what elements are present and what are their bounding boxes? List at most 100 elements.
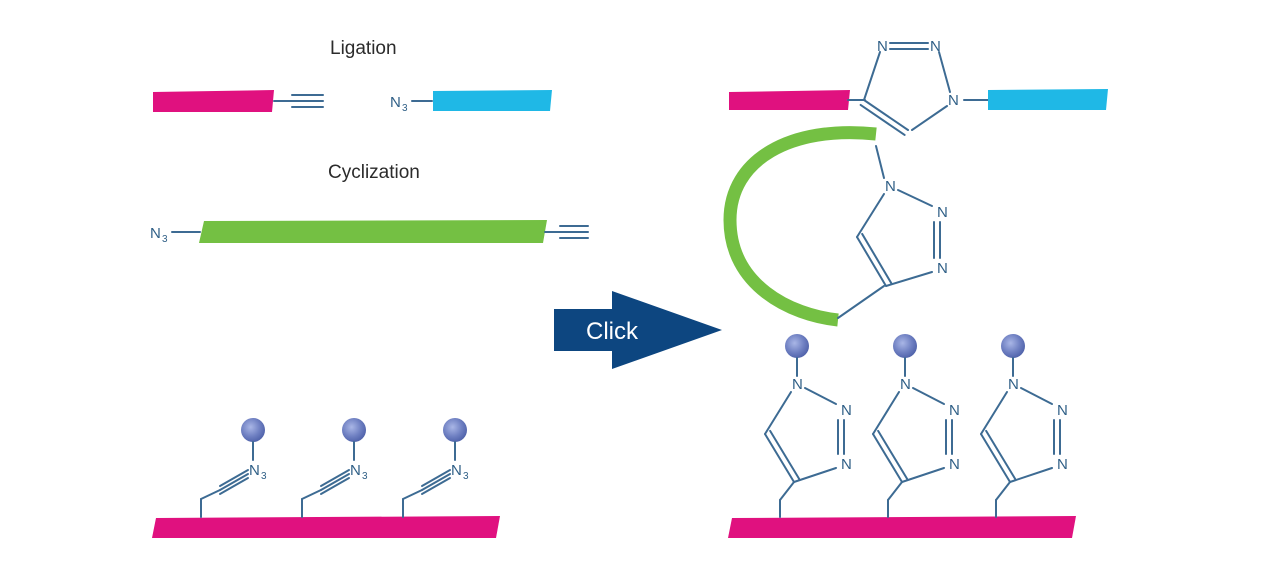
bead xyxy=(342,418,366,442)
product-cyan-strand xyxy=(988,89,1108,110)
alkyne-bond xyxy=(421,469,451,487)
product-magenta-strand xyxy=(729,90,850,110)
cyclized-c4-c5-double-bond xyxy=(856,236,887,287)
triazole-n3: N xyxy=(841,456,852,473)
alkyne-triple-bond xyxy=(291,94,324,108)
triazole-n1: N xyxy=(792,376,803,393)
surface-triazole-group: N N N N N N N N N xyxy=(764,334,1068,518)
cyclization-alkyne-triple-bond xyxy=(559,225,589,239)
cyclized-c4-c5-double-bond-second xyxy=(861,232,893,284)
azide-subscript: 3 xyxy=(261,471,267,482)
n3-c4-bond xyxy=(1009,467,1053,483)
cyclized-top-link xyxy=(875,145,885,179)
ligation-cyan-strand xyxy=(433,90,552,111)
triazole-c5-c4-double-bond xyxy=(863,99,909,131)
c5-n1-bond xyxy=(980,391,1008,435)
bead xyxy=(785,334,809,358)
azide-n: N xyxy=(390,94,401,111)
surface-triazole-unit-3: N N N xyxy=(980,334,1068,518)
azide-group: N 3 xyxy=(390,94,408,114)
cyclized-n3-c4-bond xyxy=(885,271,933,287)
surface-triazole-unit-2: N N N xyxy=(872,334,960,518)
alkyne-bond xyxy=(219,469,249,487)
azide-subscript: 3 xyxy=(402,103,408,114)
triazole-n2: N xyxy=(841,402,852,419)
click-label: Click xyxy=(586,318,639,345)
azide-n: N xyxy=(451,462,462,479)
triazole-n2-n1-bond xyxy=(938,51,951,93)
alkyne-bond xyxy=(219,477,249,495)
cyclized-n3: N xyxy=(937,260,948,277)
alkyne-bond xyxy=(421,473,451,491)
triazole-n3: N xyxy=(1057,456,1068,473)
alkyne-bond xyxy=(320,473,350,491)
bead xyxy=(1001,334,1025,358)
linker-bond xyxy=(887,481,903,501)
triazole-n1: N xyxy=(948,92,959,109)
ligation-title: Ligation xyxy=(330,38,397,59)
left-surface-bar xyxy=(152,516,500,538)
c4-c5-double-bond xyxy=(764,433,795,483)
n1-n2-bond xyxy=(912,387,945,405)
right-surface-bar xyxy=(728,516,1076,538)
azide-n: N xyxy=(249,462,260,479)
triazole-n1-c5-bond xyxy=(911,105,948,131)
c5-n1-bond xyxy=(872,391,900,435)
cyclized-n1-n2-bond xyxy=(897,189,933,207)
n3-c4-bond xyxy=(793,467,837,483)
triazole-c4-n3-bond xyxy=(863,51,881,101)
cyclization-green-strand xyxy=(199,220,547,243)
c4-c5-double-bond-second xyxy=(985,429,1017,480)
linker-bond xyxy=(301,489,322,500)
bead xyxy=(893,334,917,358)
c4-c5-double-bond xyxy=(872,433,903,483)
cyclization-title: Cyclization xyxy=(328,162,420,183)
triazole-n1: N xyxy=(1008,376,1019,393)
n3-c4-bond xyxy=(901,467,945,483)
alkyne-bond xyxy=(320,469,350,487)
alkyne-bond xyxy=(219,473,249,491)
bead xyxy=(241,418,265,442)
azide-n: N xyxy=(350,462,361,479)
cyclized-n2: N xyxy=(937,204,948,221)
n1-n2-bond xyxy=(804,387,837,405)
cyclization-azide-group: N 3 xyxy=(150,225,168,245)
c4-c5-double-bond-second xyxy=(877,429,909,480)
ligation-triazole-ring: N N N xyxy=(859,38,959,136)
n1-n2-bond xyxy=(1020,387,1053,405)
linker-bond xyxy=(200,489,221,500)
triazole-n1: N xyxy=(900,376,911,393)
linker-bond xyxy=(995,481,1011,501)
linker-bond xyxy=(779,481,795,501)
linker-bond xyxy=(402,489,423,500)
triazole-c5-c4-double-bond-second xyxy=(859,103,906,136)
triazole-n3: N xyxy=(949,456,960,473)
triazole-n3: N xyxy=(877,38,888,55)
c4-c5-double-bond xyxy=(980,433,1011,483)
cyclized-bottom-link xyxy=(837,285,885,319)
click-arrow: Click xyxy=(554,291,722,369)
c4-c5-double-bond-second xyxy=(769,429,801,480)
triazole-n2: N xyxy=(930,38,941,55)
triazole-n2: N xyxy=(949,402,960,419)
azide-subscript: 3 xyxy=(463,471,469,482)
cyclized-n1: N xyxy=(885,178,896,195)
bead xyxy=(443,418,467,442)
click-arrow-shape xyxy=(554,291,722,369)
ligation-magenta-strand xyxy=(153,90,274,112)
c5-n1-bond xyxy=(764,391,792,435)
cyclization-azide-subscript: 3 xyxy=(162,234,168,245)
cyclization-azide-n: N xyxy=(150,225,161,242)
azide-subscript: 3 xyxy=(362,471,368,482)
cyclized-c5-n1-bond xyxy=(856,193,885,238)
surface-triazole-unit-1: N N N xyxy=(764,334,852,518)
alkyne-bond xyxy=(320,477,350,495)
cyclized-green-ring xyxy=(723,126,877,327)
triazole-n2: N xyxy=(1057,402,1068,419)
